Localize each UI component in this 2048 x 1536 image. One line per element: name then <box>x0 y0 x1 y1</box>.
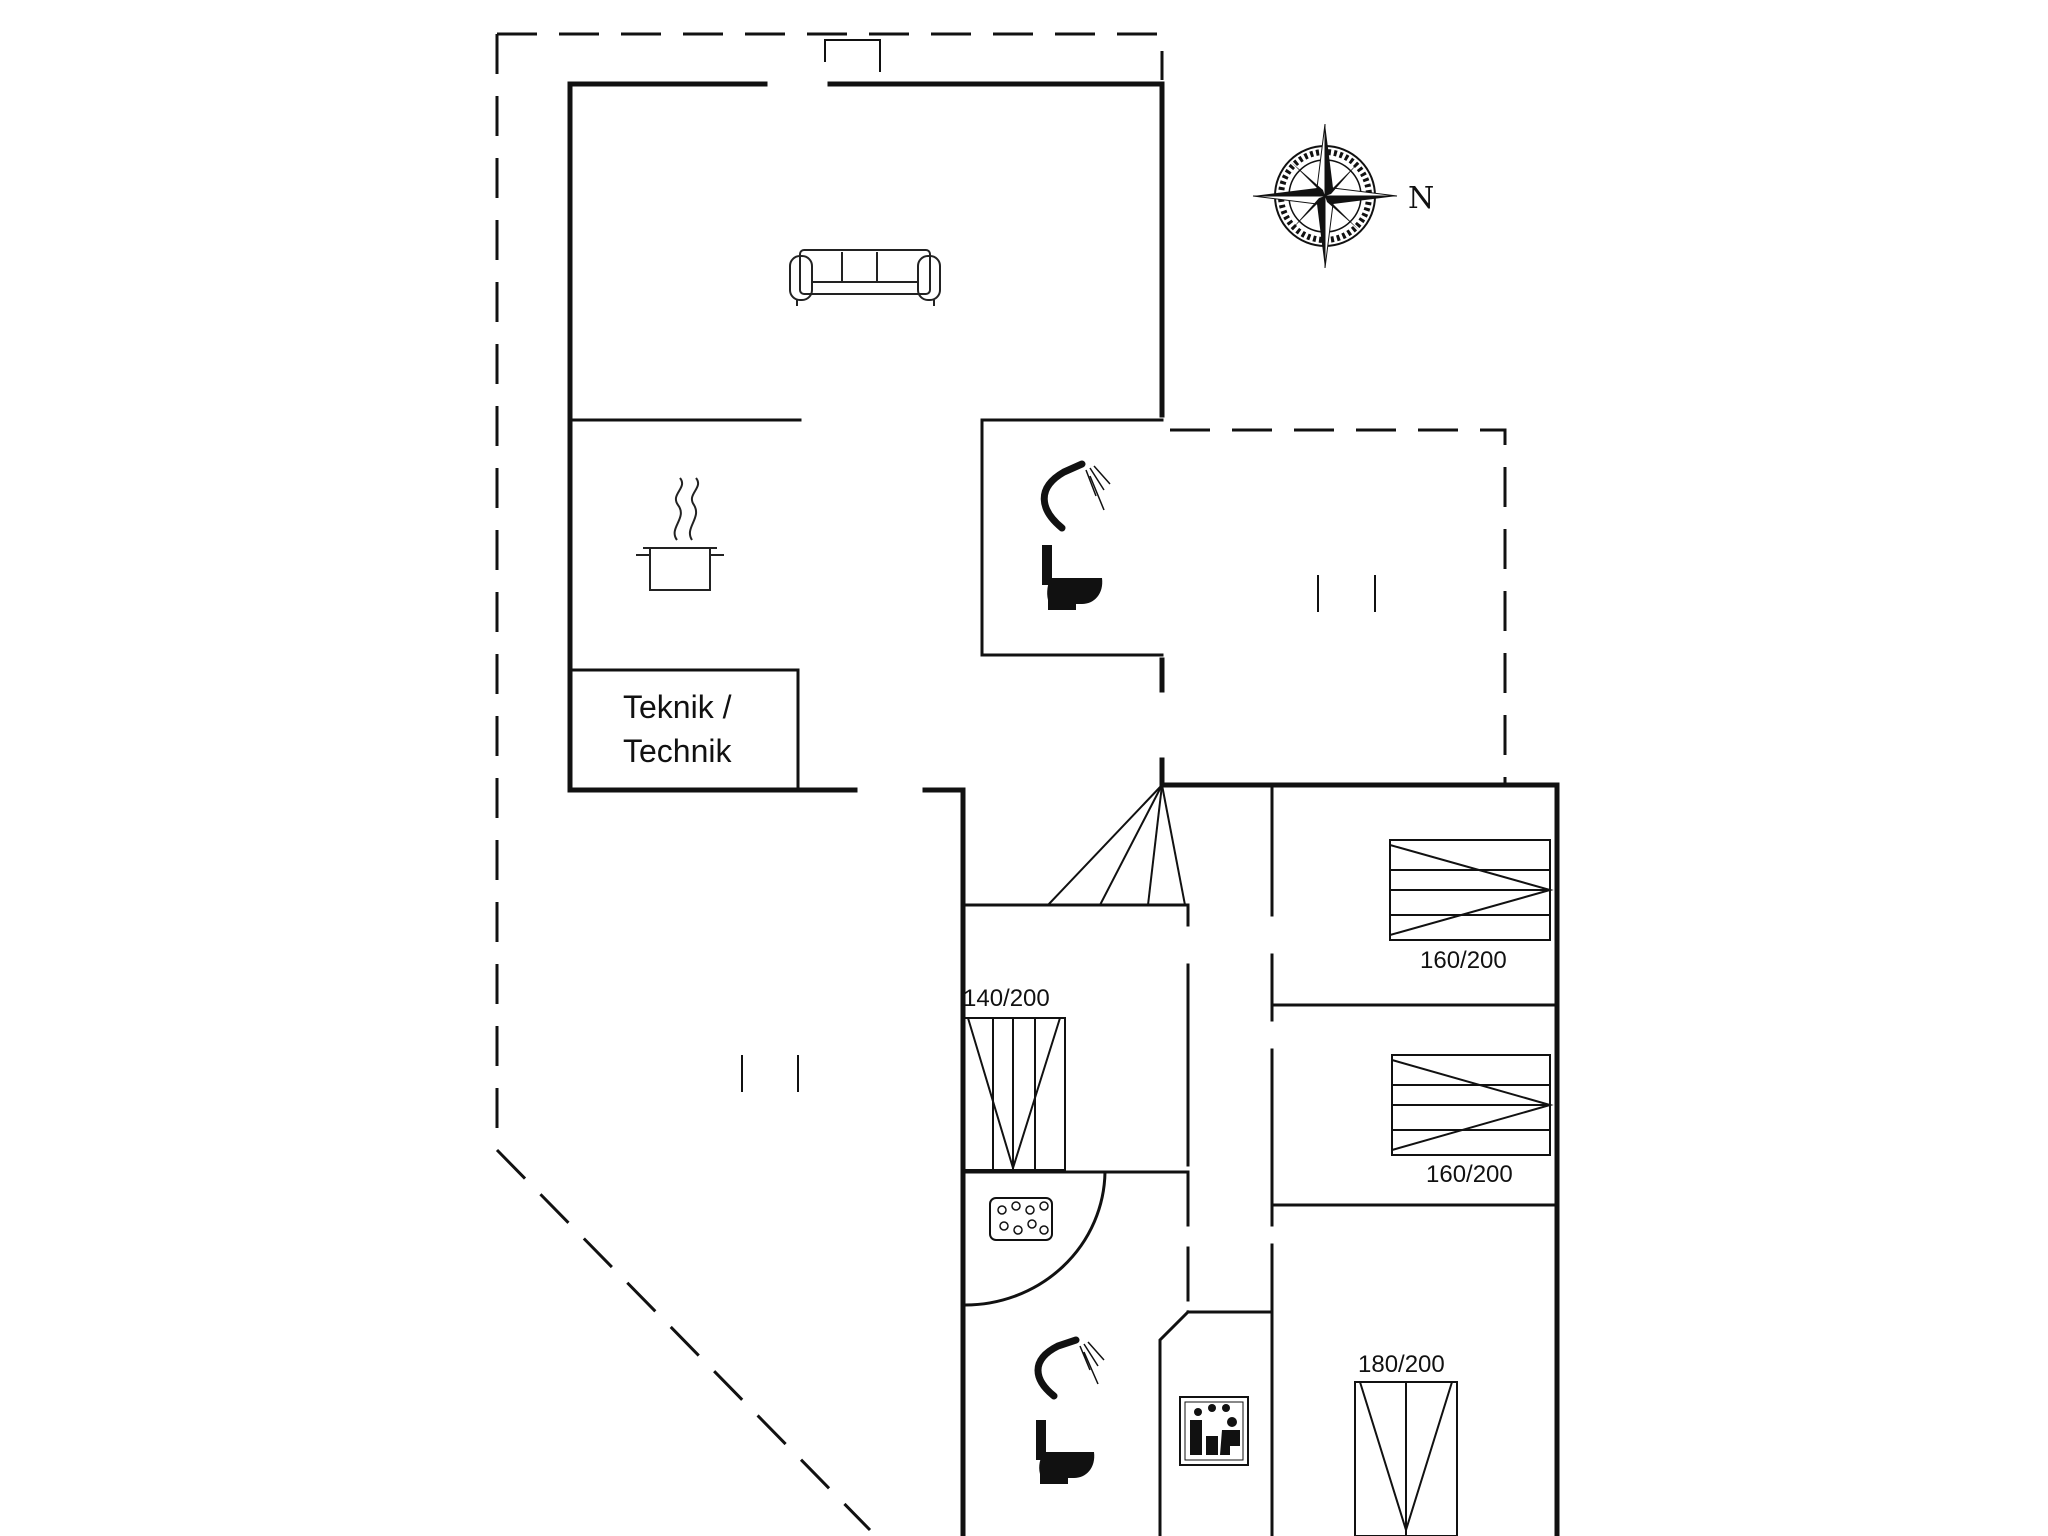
shower-icon <box>1040 460 1111 532</box>
toilet-icon <box>1042 545 1103 610</box>
bed-size-label: 140/200 <box>963 985 1050 1012</box>
bed-size-label: 160/200 <box>1420 947 1507 974</box>
bed-size-label: 180/200 <box>1358 1351 1445 1378</box>
bed-size-label: 160/200 <box>1426 1161 1513 1188</box>
bed-icon <box>1389 839 1554 941</box>
bed-icon <box>1354 1381 1458 1536</box>
north-label: N <box>1408 181 1434 216</box>
bed-icon <box>962 1017 1066 1172</box>
interior-walls-upper <box>568 418 1164 792</box>
staircase <box>1047 784 1186 906</box>
compass-rose-icon <box>1252 123 1398 269</box>
sauna-icon <box>1179 1396 1249 1466</box>
hot-tub-icon <box>989 1197 1053 1241</box>
technik-label-line2: Technik <box>623 733 733 769</box>
technik-label-line1: Teknik / <box>623 689 732 725</box>
terrace-outline <box>495 32 1507 1532</box>
shower-icon <box>1034 1336 1105 1400</box>
cooking-pot-icon <box>636 477 724 591</box>
interior-walls-lower <box>961 783 1559 1536</box>
bed-icon <box>1391 1054 1554 1156</box>
sofa-icon <box>789 249 941 306</box>
exterior-walls <box>567 39 1560 1536</box>
door-marks <box>741 575 1376 1092</box>
toilet-icon <box>1036 1420 1095 1484</box>
